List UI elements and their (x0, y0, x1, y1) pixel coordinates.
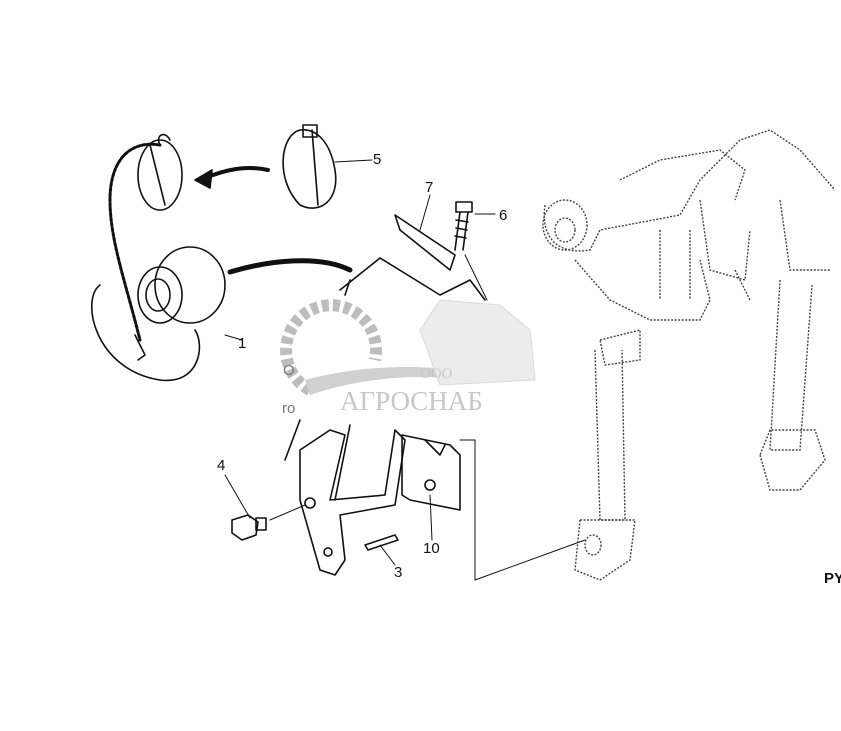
bracket-7 (339, 214, 486, 301)
lynch-pin (282, 124, 337, 209)
callout-3: 3 (394, 564, 402, 581)
plate-10 (401, 434, 461, 511)
callout-10: 10 (423, 540, 440, 557)
pin-3 (364, 534, 399, 551)
callout-6: 6 (499, 207, 507, 224)
cap-with-chain (91, 133, 226, 382)
arrow (203, 166, 270, 180)
arrow (227, 258, 353, 275)
partial-text: O (283, 362, 295, 379)
callout-7: 7 (425, 179, 433, 196)
callout-4: 4 (217, 457, 225, 474)
hitch-assembly (542, 129, 836, 581)
watermark-name: АГРОСНАБ (340, 386, 483, 416)
watermark-logo: ООО АГРОСНАБ (280, 299, 536, 416)
watermark-prefix: ООО (420, 366, 453, 382)
callout-5: 5 (373, 151, 381, 168)
arm-bracket (284, 419, 406, 576)
bolt-6 (454, 201, 473, 251)
bolt-4 (231, 514, 267, 541)
corner-code: PY (824, 570, 841, 587)
callout-1: 1 (238, 335, 246, 352)
partial-text: ro (282, 400, 295, 417)
